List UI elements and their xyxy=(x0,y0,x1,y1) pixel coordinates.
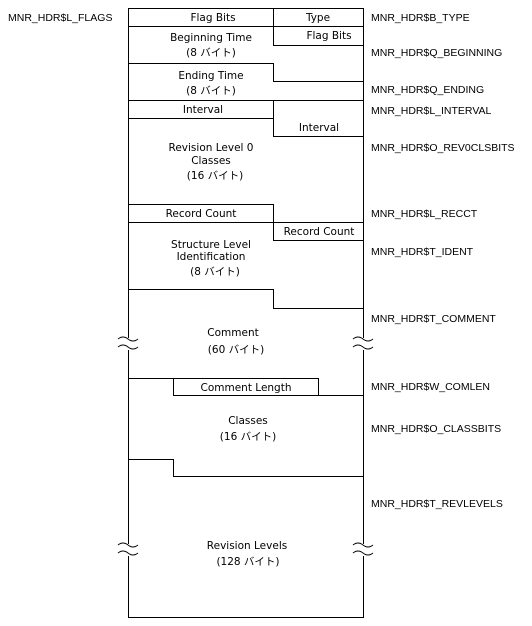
break-mark-comment-right xyxy=(352,336,374,350)
field-name: MNR_HDR$Q_BEGINNING xyxy=(371,47,502,59)
field-name-list: MNR_HDR$B_TYPE MNR_HDR$Q_BEGINNING MNR_H… xyxy=(371,12,515,510)
field-name: MNR_HDR$O_REV0CLSBITS xyxy=(371,142,515,154)
classes-title: Classes xyxy=(228,415,268,427)
ending-time-title: Ending Time xyxy=(178,70,243,82)
interval-cell: Interval xyxy=(183,104,223,116)
structure-level-title: Structure Level xyxy=(171,239,251,251)
ending-time-size: (8 バイト) xyxy=(186,85,236,97)
revision-level-size: (16 バイト) xyxy=(187,170,243,182)
field-name: MNR_HDR$T_IDENT xyxy=(371,246,474,258)
revision-level-title: Revision Level 0 xyxy=(169,142,254,154)
comment-title: Comment xyxy=(207,327,258,339)
outer-frame xyxy=(128,8,364,618)
break-mark-revlevels-left xyxy=(117,542,139,556)
field-name: MNR_HDR$L_RECCT xyxy=(371,208,478,220)
field-name: MNR_HDR$T_REVLEVELS xyxy=(371,498,503,510)
revision-levels-title: Revision Levels xyxy=(207,540,287,552)
comment-length-cell: Comment Length xyxy=(201,382,292,394)
flag-bits-cell: Flag Bits xyxy=(190,12,235,24)
comment-size: (60 バイト) xyxy=(208,344,264,356)
flag-bits-cell-2: Flag Bits xyxy=(306,30,351,42)
field-name: MNR_HDR$B_TYPE xyxy=(371,12,470,24)
field-name: MNR_HDR$O_CLASSBITS xyxy=(371,423,501,435)
field-name: MNR_HDR$T_COMMENT xyxy=(371,313,496,325)
interval-cell-2: Interval xyxy=(299,122,339,134)
field-dividers xyxy=(128,8,364,477)
type-cell: Type xyxy=(305,12,330,24)
flags-field-name: MNR_HDR$L_FLAGS xyxy=(8,12,112,24)
revision-levels-size: (128 バイト) xyxy=(216,556,279,568)
structure-level-size: (8 バイト) xyxy=(190,266,240,278)
break-mark-comment-left xyxy=(117,336,139,350)
beginning-time-size: (8 バイト) xyxy=(186,47,236,59)
field-name: MNR_HDR$Q_ENDING xyxy=(371,84,484,96)
field-name: MNR_HDR$L_INTERVAL xyxy=(371,105,492,117)
structure-level-identification: Identification xyxy=(177,251,246,263)
field-name: MNR_HDR$W_COMLEN xyxy=(371,381,490,393)
revision-level-classes: Classes xyxy=(191,155,231,167)
record-count-cell-2: Record Count xyxy=(284,226,355,238)
cell-labels: Flag Bits Type Flag Bits Beginning Time … xyxy=(166,12,355,568)
classes-size: (16 バイト) xyxy=(220,431,276,443)
break-mark-revlevels-right xyxy=(352,542,374,556)
beginning-time-title: Beginning Time xyxy=(170,32,252,44)
record-count-cell: Record Count xyxy=(166,208,237,220)
